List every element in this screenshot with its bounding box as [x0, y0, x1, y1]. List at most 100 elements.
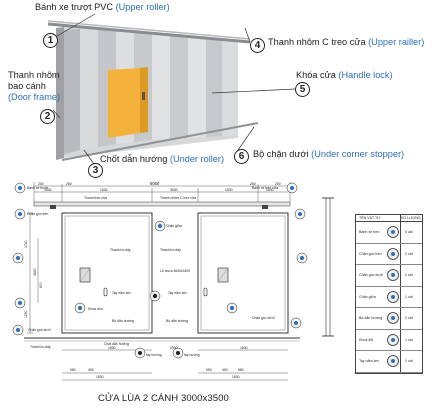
dim-bottom-a: 580: [70, 368, 76, 372]
callout-tay-huong-r: tay hướng: [184, 353, 200, 357]
parts-table-header: TÊN VẬT TƯ SỐ LƯỢNG: [356, 215, 422, 222]
table-row: Khóa đôi 1 cái: [356, 329, 422, 351]
callout-tay-huong-l: tay hướng: [146, 353, 162, 357]
part-qty: 2 cái: [405, 359, 413, 363]
dim-side-h1: 1740: [24, 240, 28, 248]
callout-khoa-cua: Khóa cửa: [88, 307, 103, 311]
left-frame: [56, 27, 64, 160]
handle-lock-en: (Handle lock): [338, 70, 393, 80]
part-name: Tay nắm âm: [359, 359, 379, 363]
callout-5: 5: [295, 82, 310, 97]
callout-bo-dan-huong-l: Bộ dẫn hướng: [112, 318, 134, 323]
part-name: Bánh xe treo: [359, 230, 380, 234]
technical-drawing: 6060 200 260 260 200 1530 1530 3000 1530…: [12, 181, 308, 381]
part-name: Bộ dẫn hướng: [359, 316, 383, 320]
door-frame-en: (Door frame): [8, 92, 61, 102]
under-roller-en: (Under roller): [169, 154, 225, 164]
orange-door-leaf: [108, 68, 140, 138]
part-qty: 2 cái: [405, 316, 413, 320]
panel-strips: [62, 29, 238, 155]
part-qty: 2 cái: [405, 251, 413, 256]
upper-railler-label: Thanh nhôm C treo cửa (Upper railler): [268, 37, 424, 48]
table-row: Bộ dẫn hướng 2 cái: [356, 307, 422, 330]
part-icon-dot: [391, 230, 395, 234]
dim-top-right-a: 260: [250, 182, 256, 186]
upper-railler-en: (Upper railler): [368, 37, 425, 47]
dim-bottom-e: 400: [222, 368, 228, 372]
part-name: Chặn giữa: [359, 294, 376, 299]
callout-thanh-treo-c: Thanh nhôm C treo cửa: [160, 196, 196, 200]
part-icon-dot: [391, 251, 395, 256]
dim-bottom-g: 1530: [232, 375, 240, 379]
table-row: Tay nắm âm 2 cái: [356, 350, 422, 373]
dim-bottom-c: 1530: [96, 375, 104, 379]
part-icon-dot: [391, 273, 395, 277]
part-name: Khóa đôi: [359, 337, 374, 342]
dim-sub-right2: 1530: [266, 188, 274, 192]
part-icon: [387, 333, 399, 346]
callout-thanh-bo-day-l: Thanh bo dây: [110, 248, 131, 252]
bottom-rail: [61, 122, 259, 161]
upper-roller-en: (Upper roller): [115, 2, 170, 12]
dim-sub-mid2: 3000: [170, 188, 178, 192]
upper-roller-vn: Bánh xe trượt PVC: [35, 2, 116, 12]
dim-bottom-m: 1530: [240, 346, 248, 350]
part-qty: 4 cái: [405, 230, 413, 234]
callout-4: 4: [250, 38, 265, 53]
part-icon-dot: [391, 316, 395, 320]
part-icon: [387, 312, 399, 324]
dim-top-right-b: 200: [275, 182, 281, 186]
callout-3: 3: [88, 163, 103, 178]
table-header-name: TÊN VẬT TƯ: [359, 216, 381, 220]
callout-chat-dan-huong: Chốt dẫn hướng: [104, 341, 129, 346]
corner-stopper-en: (Under corner stopper): [311, 149, 405, 159]
part-icon: [387, 290, 399, 303]
callout-chan-giua: Chặn giữa: [166, 224, 182, 228]
upper-railler-vn: Thanh nhôm C treo cửa: [268, 37, 369, 47]
dim-side-h2: 3630: [33, 268, 37, 276]
door-frame-label: Thanh nhôm bao cánh (Door frame): [8, 70, 60, 103]
callout-lo-dat-kinh: Lỗ chừa 3630x3100: [160, 268, 190, 273]
callout-tay-nam-l: Tay nắm âm: [112, 290, 131, 295]
callout-thanh-bo-day-bot: Thanh bo dây: [30, 345, 51, 349]
callout-chan-goc-duoi-l: Chặn góc dưới: [28, 328, 51, 332]
callout-1: 1: [43, 33, 58, 48]
door-overview-illustration: [47, 13, 296, 165]
part-icon: [387, 226, 399, 238]
part-icon: [387, 269, 399, 281]
part-icon-dot: [391, 337, 395, 342]
dim-bottom-b: 490: [88, 368, 94, 372]
part-qty: 1 cái: [405, 337, 413, 342]
under-roller-label: Chốt dẫn hướng (Under roller): [100, 154, 224, 165]
callout-bo-dan-huong-r: Bộ dẫn hướng: [166, 318, 188, 323]
door-frame-vn-2: bao cánh: [8, 81, 46, 91]
dim-side-h3: 1250: [24, 310, 28, 318]
dim-sub-left: 1530: [44, 188, 52, 192]
callout-banh-xe-treo: Bánh xe treo cửa: [252, 186, 278, 190]
door-frame-vn-1: Thanh nhôm: [8, 70, 60, 80]
callout-banh-xe-truot: Bánh xe trượt: [27, 186, 48, 190]
part-icon: [387, 247, 399, 260]
part-icon-dot: [391, 294, 395, 299]
drawing-left-door: [61, 212, 153, 334]
upper-roller-label: Bánh xe trượt PVC (Upper roller): [35, 2, 170, 13]
dim-bottom-d: 550: [206, 368, 212, 372]
table-header-qty: SỐ LƯỢNG: [401, 216, 421, 220]
door-handle: [142, 92, 145, 100]
callout-tay-nam-r: Tay nắm âm: [168, 290, 187, 295]
callout-2: 2: [40, 109, 55, 124]
callout-thanh-treo-cua: Thanh treo cửa: [84, 196, 107, 200]
corner-stopper-label: Bộ chặn dưới (Under corner stopper): [253, 149, 404, 160]
dim-sub-right: 1530: [225, 188, 233, 192]
part-name: Chặn góc dưới: [359, 273, 383, 277]
drawing-right-door: [197, 212, 289, 334]
part-icon-dot: [391, 359, 395, 363]
dim-top-left-b: 260: [66, 182, 72, 186]
dim-bottom-h: 1530: [108, 346, 116, 350]
callout-6: 6: [234, 149, 249, 164]
handle-lock-vn: Khóa cửa: [296, 70, 339, 80]
corner-stopper-vn: Bộ chặn dưới: [253, 149, 312, 159]
